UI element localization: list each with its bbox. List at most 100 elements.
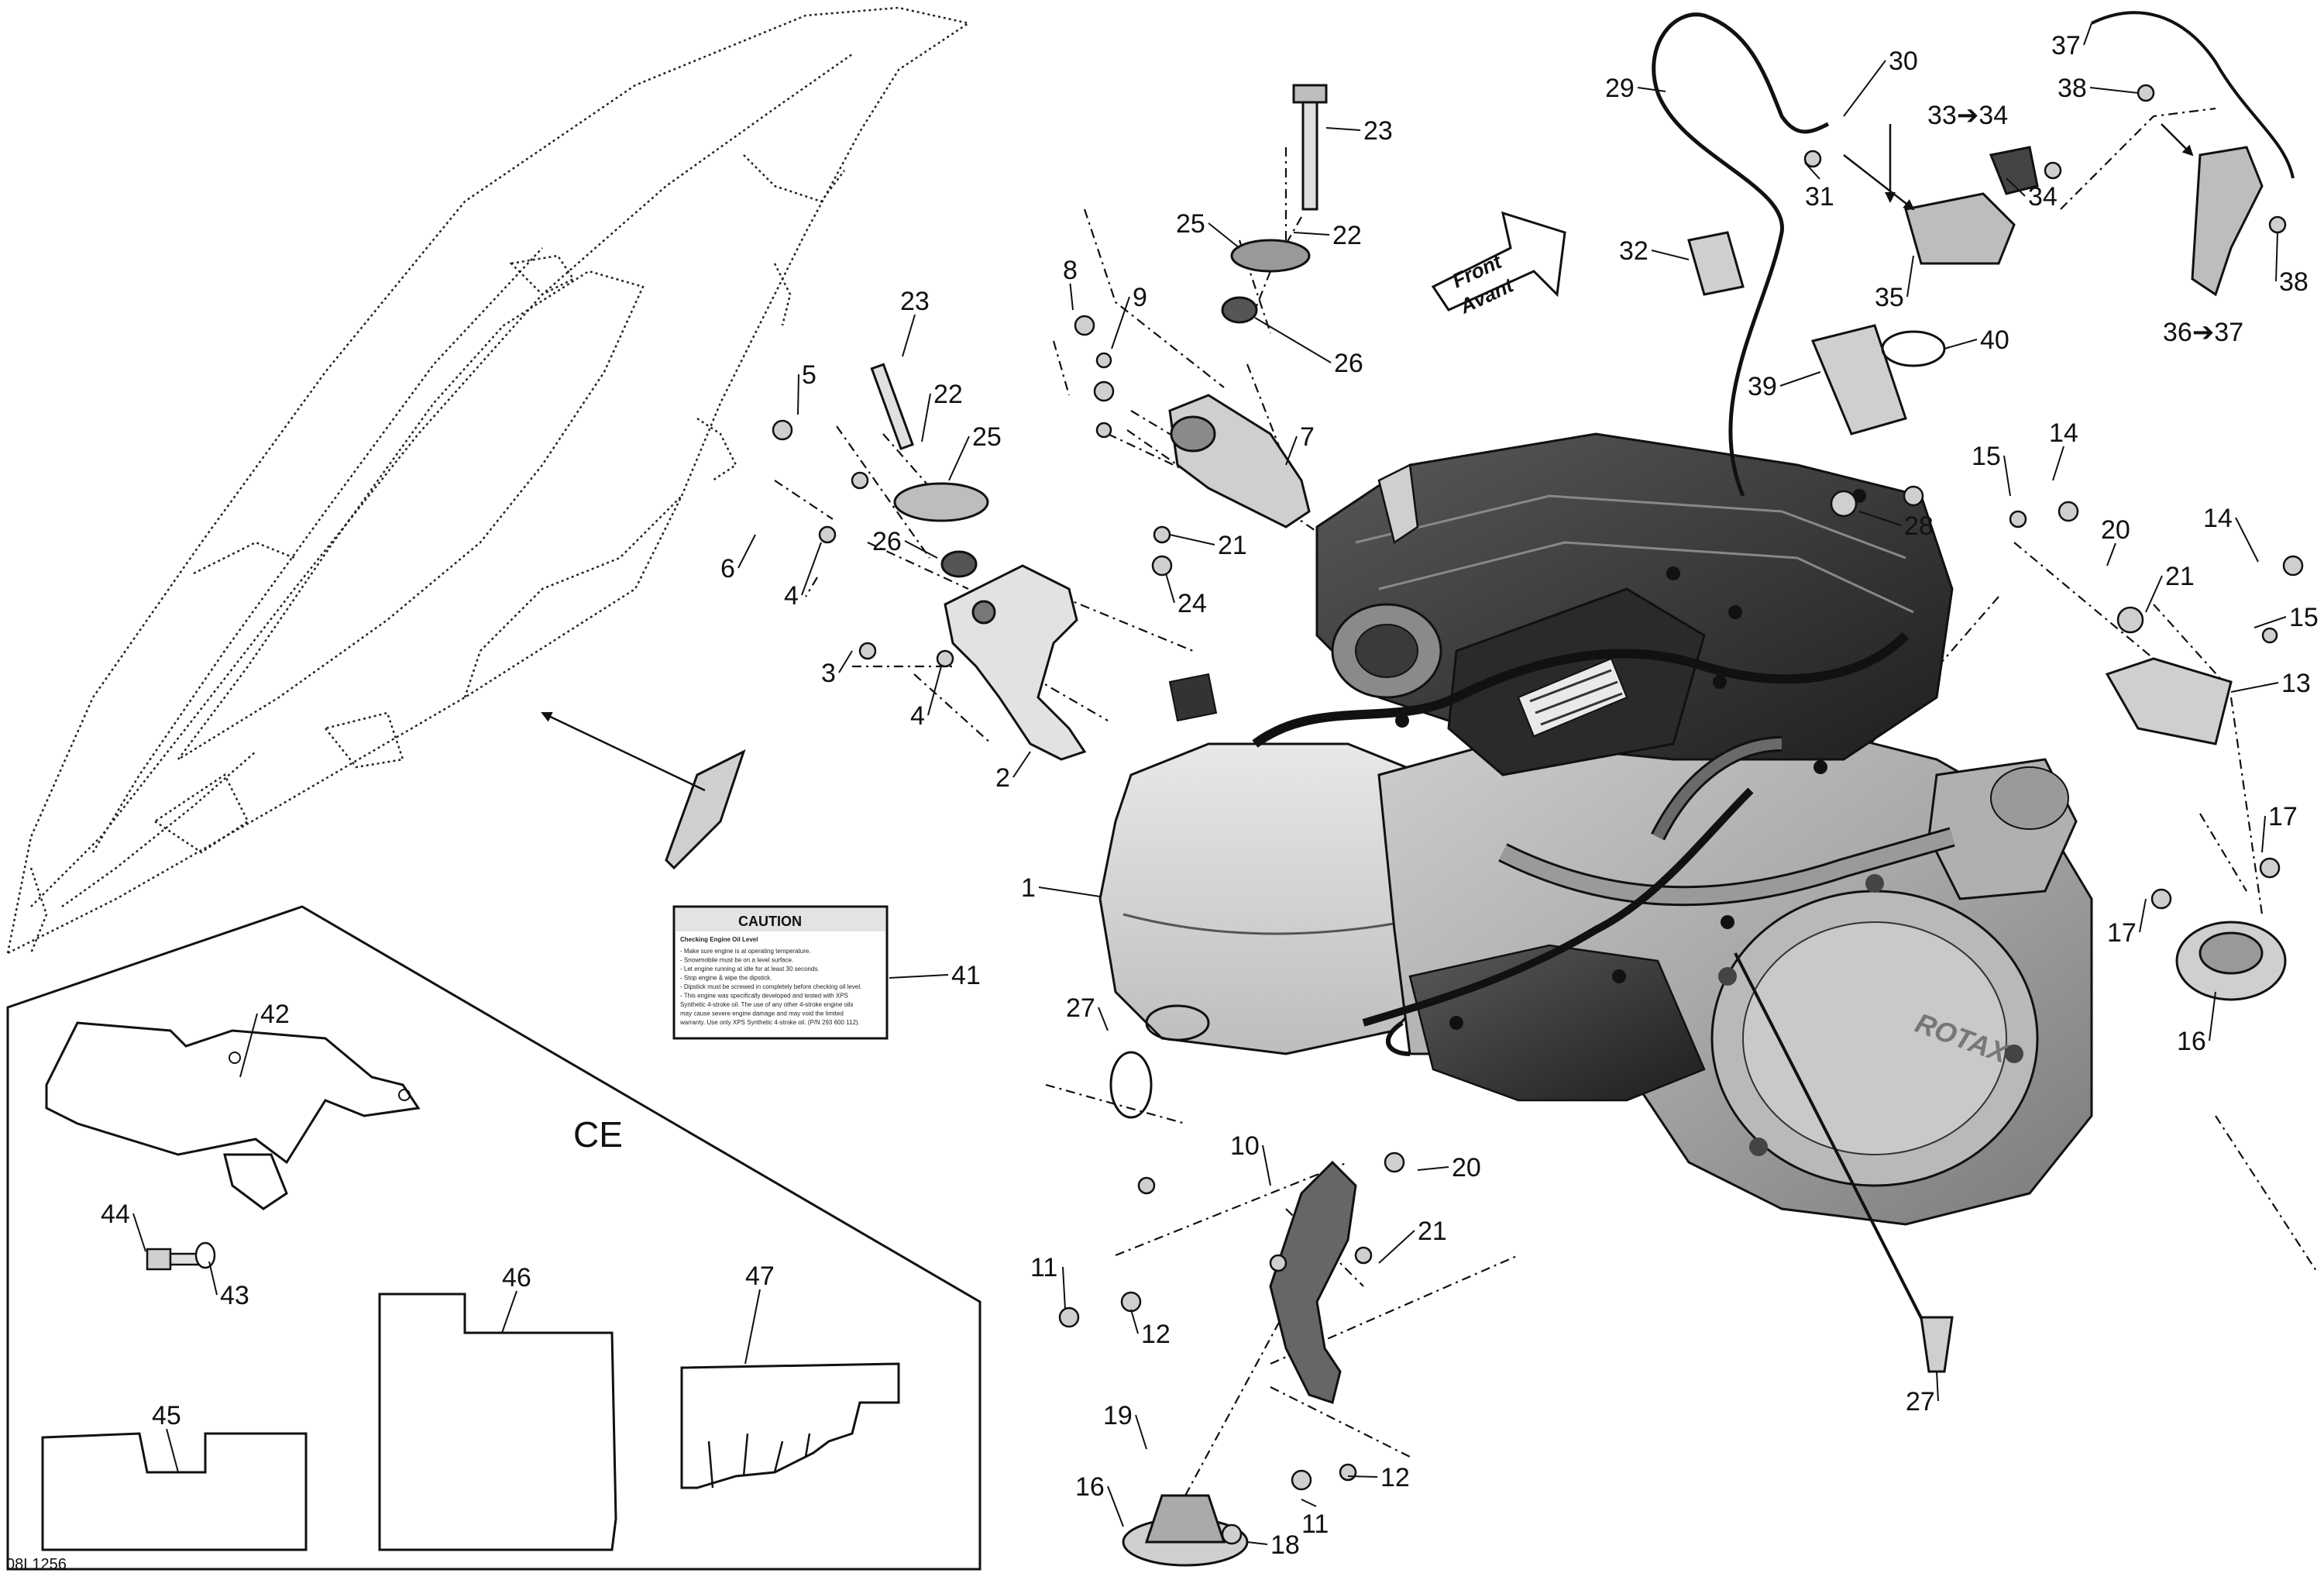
- leader-line-c14a: [2052, 446, 2064, 481]
- callout-c15a: 15: [1972, 442, 2001, 471]
- leader-line-c31: [1804, 162, 1820, 180]
- bracket-36: [2191, 146, 2264, 297]
- leader-line-c11a: [1062, 1266, 1066, 1310]
- callout-c24: 24: [1177, 589, 1207, 618]
- leader-line-c26b: [904, 540, 938, 559]
- callout-c2: 2: [995, 763, 1010, 793]
- leader-line-c27b: [1936, 1371, 1939, 1402]
- callout-c5: 5: [802, 360, 816, 390]
- callout-c11b: 11: [1301, 1509, 1329, 1539]
- callout-c32: 32: [1619, 236, 1648, 266]
- engine-bracket-2: [944, 564, 1087, 761]
- callout-c22b: 22: [933, 380, 963, 409]
- callout-c16a: 16: [2177, 1027, 2206, 1056]
- leader-line-c2: [1012, 751, 1031, 778]
- callout-c21c: 21: [1418, 1217, 1447, 1246]
- leader-line-c47: [744, 1289, 761, 1365]
- leader-line-c35: [1906, 255, 1914, 298]
- leader-line-c22b: [921, 393, 931, 442]
- leader-line-c4b: [927, 666, 942, 716]
- callout-c41: 41: [951, 961, 981, 990]
- callout-c14b: 14: [2203, 504, 2233, 533]
- ce-label: CE: [573, 1114, 623, 1155]
- callout-c29: 29: [1605, 74, 1635, 103]
- leader-line-c41: [889, 974, 949, 979]
- leader-line-c39: [1779, 371, 1821, 387]
- sleeve-32: [1687, 231, 1745, 296]
- callout-c19: 19: [1103, 1401, 1133, 1430]
- engine-assembly: ROTAX: [1098, 432, 2093, 1226]
- leader-line-c20a: [2106, 542, 2116, 566]
- leader-line-c5: [797, 373, 799, 415]
- callout-c4a: 4: [784, 581, 799, 611]
- leader-line-c18: [1246, 1541, 1268, 1545]
- leader-line-c45: [166, 1428, 179, 1473]
- engine-support-10: [1269, 1160, 1357, 1404]
- callout-c17b: 17: [2107, 918, 2137, 948]
- pointer-arrows: [541, 123, 2194, 792]
- callout-c33: 33➔34: [1927, 101, 2008, 130]
- callout-c35: 35: [1875, 283, 1904, 312]
- callout-c27b: 27: [1906, 1387, 1935, 1416]
- leader-line-c19: [1135, 1414, 1147, 1450]
- leader-line-c38a: [2089, 87, 2139, 94]
- caution-line: - This engine was specifically developed…: [680, 993, 848, 1000]
- callout-c20b: 20: [1452, 1153, 1481, 1182]
- caution-title: CAUTION: [738, 914, 802, 929]
- leader-line-c4a: [801, 542, 822, 596]
- callout-c40: 40: [1980, 325, 2009, 355]
- leader-line-c44: [132, 1213, 146, 1252]
- callout-c21a: 21: [1218, 531, 1247, 560]
- callout-c4b: 4: [910, 701, 925, 731]
- caution-lines: - Make sure engine is at operating tempe…: [679, 948, 861, 1026]
- caution-line: - Make sure engine is at operating tempe…: [680, 948, 811, 955]
- caution-decal: CAUTION Checking Engine Oil Level - Make…: [672, 905, 889, 1040]
- leader-line-c12b: [1347, 1475, 1378, 1478]
- callout-c23b: 23: [900, 287, 930, 316]
- leader-line-c16a: [2209, 991, 2216, 1041]
- callout-c30: 30: [1889, 46, 1918, 76]
- leader-line-c29: [1637, 87, 1666, 92]
- callout-c15b: 15: [2289, 603, 2319, 632]
- leader-line-c9: [1111, 296, 1130, 349]
- callout-c39: 39: [1748, 372, 1777, 401]
- connector-34: [1989, 146, 2039, 195]
- leader-line-c24: [1165, 573, 1175, 604]
- leader-line-c17b: [2139, 898, 2147, 933]
- callout-c34: 34: [2028, 182, 2058, 212]
- clamp-40: [1881, 330, 1946, 367]
- leader-line-c3: [838, 650, 853, 673]
- leader-line-c43: [208, 1261, 218, 1296]
- caution-line: - Snowmobile must be on a level surface.: [680, 957, 793, 964]
- drawing-code: 08L1256: [6, 1556, 67, 1573]
- callout-c26a: 26: [1334, 349, 1363, 378]
- engine-mount-7: [1168, 394, 1311, 528]
- caution-line: - Stop engine & wipe the dipstick.: [680, 975, 772, 982]
- callout-c23a: 23: [1363, 116, 1393, 146]
- callout-c12b: 12: [1380, 1463, 1410, 1492]
- leader-line-c1: [1038, 886, 1101, 897]
- leader-line-c21c: [1378, 1230, 1415, 1264]
- callout-c44: 44: [101, 1200, 130, 1229]
- leader-line-c6: [737, 534, 756, 569]
- leader-line-c11b: [1301, 1499, 1317, 1507]
- insulation-45: [41, 1432, 308, 1551]
- heat-shield-42: [45, 1021, 421, 1165]
- parts: [665, 11, 2295, 1567]
- callout-c38b: 38: [2279, 267, 2309, 297]
- leader-line-c40: [1944, 339, 1978, 349]
- leader-line-c16b: [1107, 1485, 1124, 1527]
- bracket-13: [2105, 657, 2233, 745]
- leader-line-c12a: [1130, 1309, 1139, 1334]
- callout-c1: 1: [1021, 873, 1036, 903]
- leader-line-c46: [501, 1290, 517, 1334]
- callout-c6: 6: [720, 554, 735, 583]
- leader-line-c25b: [948, 435, 970, 481]
- callout-c43: 43: [220, 1281, 249, 1310]
- callout-c21b: 21: [2165, 562, 2195, 591]
- leader-line-c7: [1285, 435, 1298, 466]
- insulation-47: [680, 1362, 900, 1489]
- callout-c20a: 20: [2101, 515, 2130, 545]
- leader-line-c22a: [1293, 232, 1330, 236]
